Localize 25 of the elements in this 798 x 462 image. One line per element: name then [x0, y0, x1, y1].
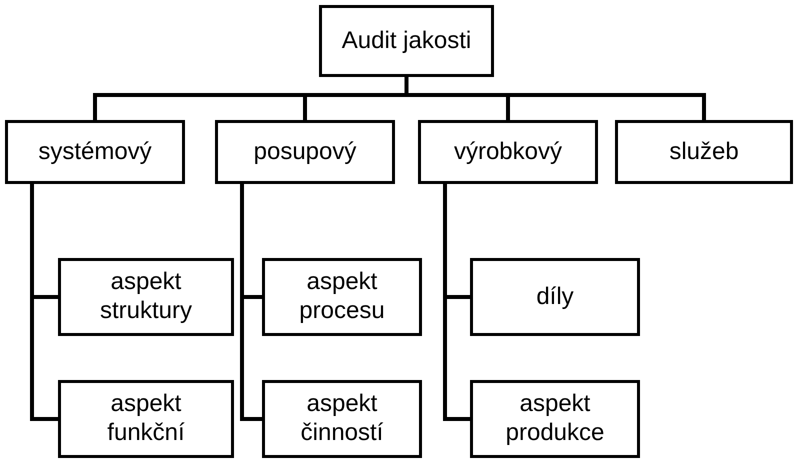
- box-label: posupový: [254, 138, 356, 166]
- box-label: služeb: [669, 138, 739, 166]
- org-box: [215, 120, 395, 184]
- box-label: díly: [536, 282, 574, 312]
- org-box: [5, 120, 185, 184]
- box-label: Audit jakosti: [342, 26, 472, 56]
- org-box: [262, 258, 422, 336]
- box-label: aspekt produkce: [504, 390, 606, 448]
- org-box: [262, 380, 422, 458]
- org-box: [470, 258, 640, 336]
- connector-line: [30, 184, 58, 421]
- connector-line: [404, 77, 706, 120]
- org-box: [470, 380, 640, 458]
- box-label: aspekt struktury: [98, 268, 193, 326]
- org-box: [58, 380, 234, 458]
- box-label: systémový: [38, 138, 152, 166]
- connector-line: [240, 184, 262, 421]
- org-box: [615, 120, 793, 184]
- box-label: aspekt procesu: [298, 268, 386, 326]
- box-label: aspekt činností: [300, 390, 384, 448]
- box-label: aspekt funkční: [106, 390, 186, 448]
- box-label: výrobkový: [454, 138, 562, 166]
- org-box: [58, 258, 234, 336]
- org-box: [319, 5, 494, 77]
- org-box: [418, 120, 598, 184]
